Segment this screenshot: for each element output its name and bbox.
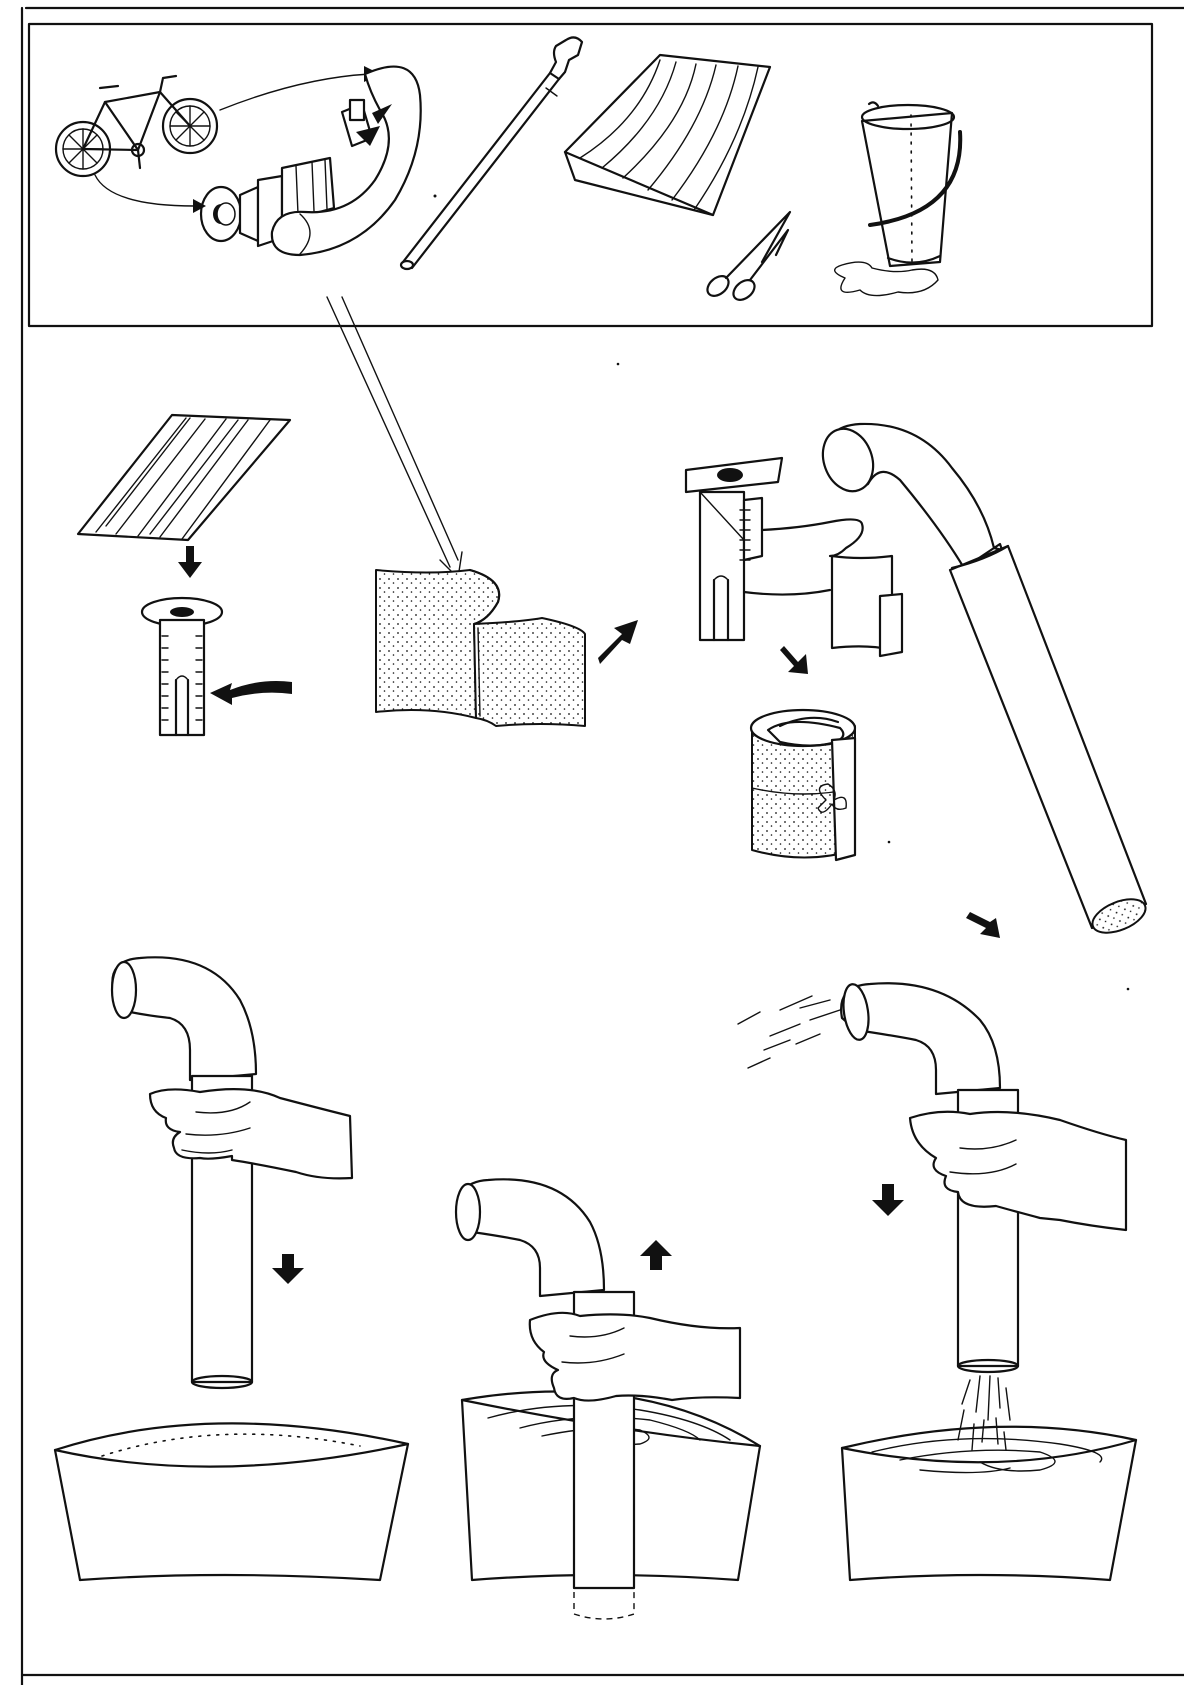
wrapped-filter-icon xyxy=(751,710,855,860)
bicycle-icon xyxy=(56,76,217,176)
valve-stem-icon xyxy=(142,598,222,735)
striped-cloth-icon xyxy=(78,415,290,540)
inner-tube-icon xyxy=(272,67,421,255)
valve-with-flap-icon xyxy=(686,458,902,656)
pump-step-1 xyxy=(55,957,408,1580)
materials-panel xyxy=(29,24,1152,326)
materials-panel-border xyxy=(29,24,1152,326)
pump-step-3 xyxy=(738,983,1136,1580)
rubber-strip-icon xyxy=(376,570,585,726)
cloth-sheet-icon xyxy=(565,55,770,215)
pipe-rod-icon xyxy=(401,37,582,269)
air-spray xyxy=(738,996,840,1068)
bucket-icon xyxy=(835,102,961,295)
pipe-with-elbow-icon xyxy=(815,422,1151,940)
guide-arrow xyxy=(327,297,462,578)
pump-step-2 xyxy=(456,1179,760,1619)
scissors-icon xyxy=(704,212,790,304)
